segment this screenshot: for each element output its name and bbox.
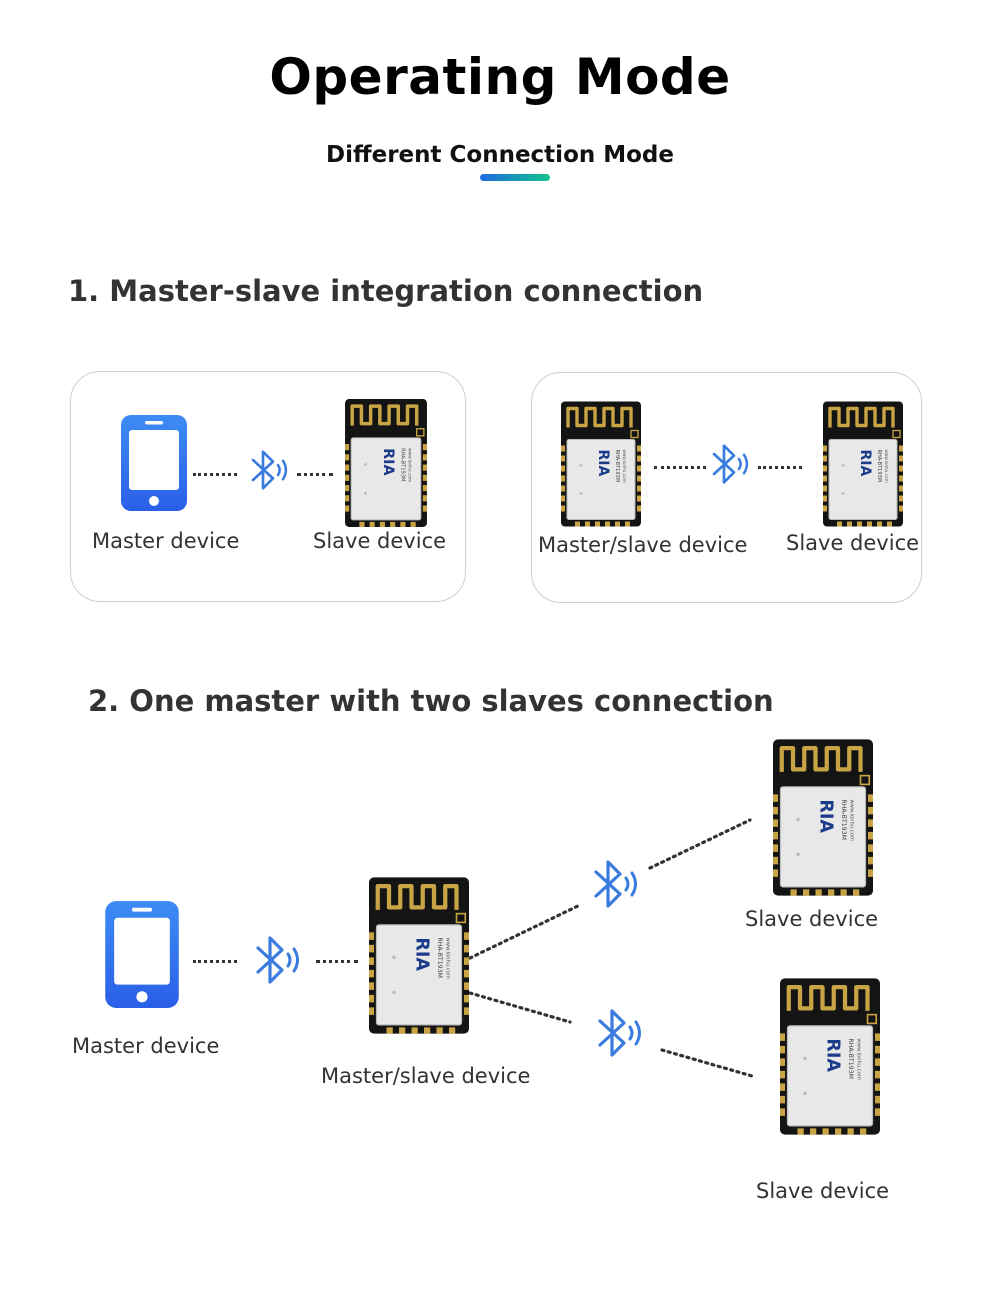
bluetooth-module-icon <box>823 400 903 528</box>
phone-icon <box>103 898 181 1011</box>
bluetooth-icon <box>243 445 293 495</box>
slave-device-label: Slave device <box>786 531 920 555</box>
master-slave-device-label: Master/slave device <box>321 1064 531 1088</box>
bluetooth-icon <box>588 1003 648 1063</box>
slave-device-label: Slave device <box>313 529 447 553</box>
slave-device-top-label: Slave device <box>745 907 879 931</box>
dotted-link <box>297 473 333 476</box>
page-title: Operating Mode <box>269 48 731 106</box>
dotted-link <box>316 960 358 963</box>
dotted-link <box>193 473 237 476</box>
bluetooth-module-icon <box>561 400 641 528</box>
card-master-slave: Master device Slave device <box>70 371 466 602</box>
dotted-link <box>193 960 237 963</box>
dotted-link <box>758 466 802 469</box>
subtitle-accent-bar <box>480 174 550 181</box>
master-device-label: Master device <box>92 529 240 553</box>
phone-icon <box>119 413 189 513</box>
bluetooth-module-icon <box>780 978 880 1135</box>
master-device-label: Master device <box>72 1034 220 1058</box>
bluetooth-module-icon <box>773 739 873 896</box>
bluetooth-module-icon <box>369 877 469 1034</box>
dotted-link <box>654 466 706 469</box>
card-masterslave-slave: Master/slave device Slave device <box>531 372 922 603</box>
master-slave-device-label: Master/slave device <box>538 533 748 557</box>
bluetooth-icon <box>704 439 754 489</box>
page-subtitle: Different Connection Mode <box>326 142 674 168</box>
bluetooth-icon <box>246 930 306 990</box>
section2-heading: 2. One master with two slaves connection <box>88 684 774 718</box>
section1-heading: 1. Master-slave integration connection <box>68 274 704 308</box>
bluetooth-icon <box>584 854 644 914</box>
slave-device-bottom-label: Slave device <box>756 1179 890 1203</box>
bluetooth-module-icon <box>345 399 427 527</box>
